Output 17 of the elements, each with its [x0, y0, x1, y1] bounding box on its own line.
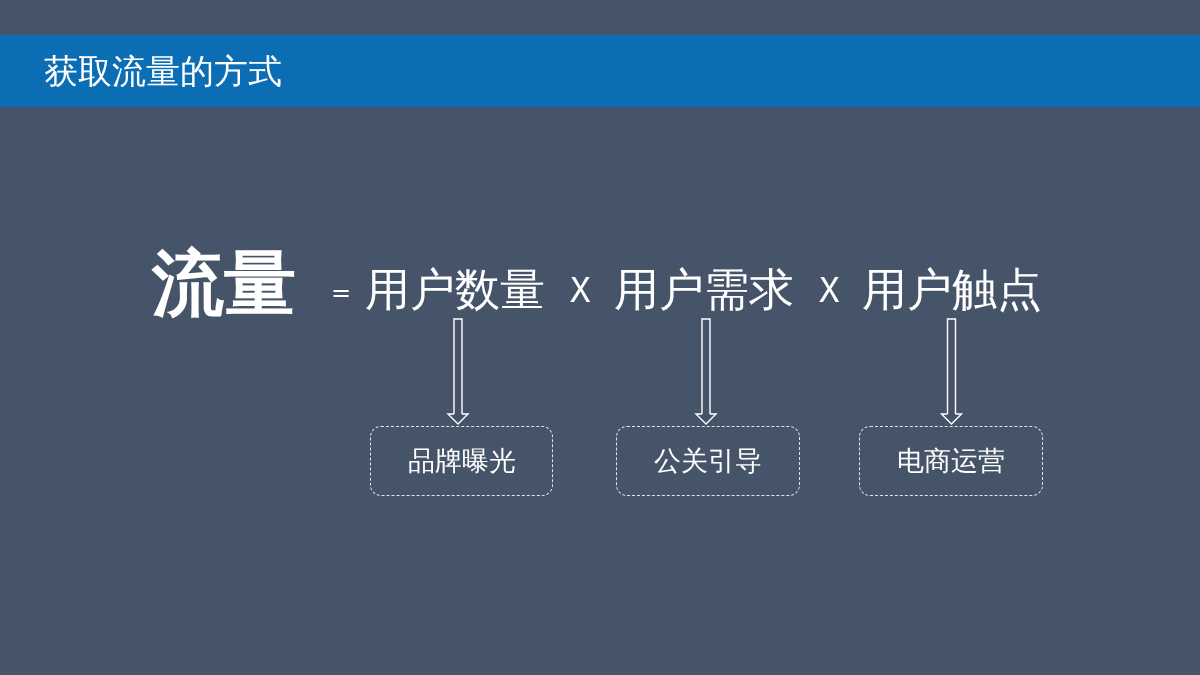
channel-label: 品牌曝光 — [407, 444, 516, 478]
dashed-box — [370, 426, 553, 496]
hollow-down-arrow — [447, 318, 469, 425]
channel-label: 公关引导 — [654, 444, 762, 478]
formula-term: 用户触点 — [862, 263, 1042, 317]
formula-term: 用户数量 — [365, 263, 545, 317]
equals-sign: = — [331, 279, 352, 308]
multiply-sign: X — [570, 270, 591, 311]
multiply-sign: X — [819, 270, 840, 311]
formula-result: 流量 — [152, 240, 296, 327]
slide-title: 获取流量的方式 — [44, 50, 282, 92]
hollow-down-arrow — [940, 318, 963, 425]
channel-label: 电商运营 — [897, 444, 1005, 478]
formula-term: 用户需求 — [614, 263, 794, 317]
hollow-down-arrow — [695, 318, 717, 425]
dashed-box — [616, 426, 800, 496]
dashed-box — [859, 426, 1043, 496]
